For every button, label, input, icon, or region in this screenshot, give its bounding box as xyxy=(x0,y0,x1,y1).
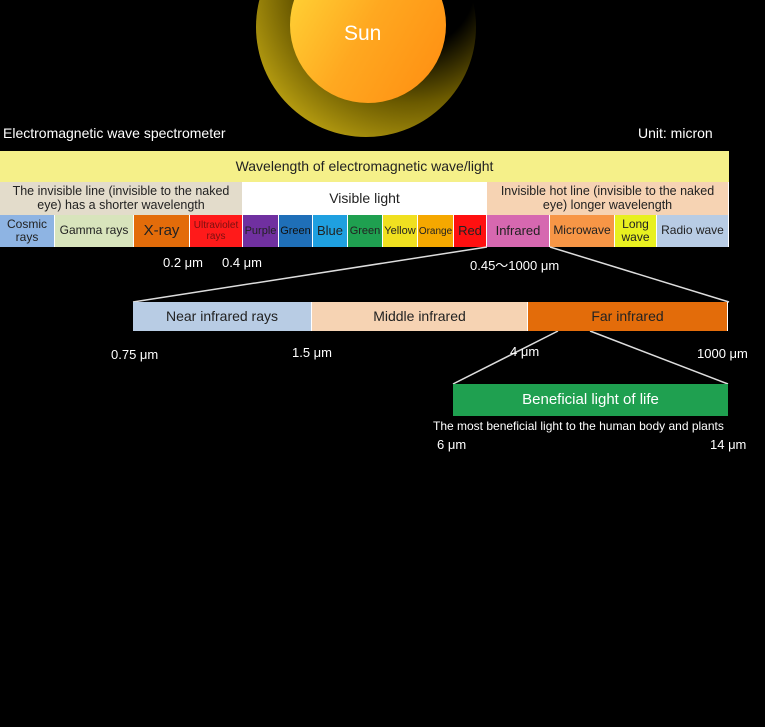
unit-label: Unit: micron xyxy=(638,125,713,141)
connector-line xyxy=(589,330,729,385)
spectrum-band: Cosmic rays xyxy=(0,215,55,247)
page-title: Electromagnetic wave spectrometer xyxy=(3,125,226,141)
sun-label: Sun xyxy=(344,22,382,45)
spectrum-band: Radio wave xyxy=(657,215,729,247)
spectrum-band: X-ray xyxy=(134,215,190,247)
connector-line xyxy=(549,246,730,303)
mark-label: 0.2 μm xyxy=(163,255,204,270)
spectrum-band: Ultraviolet rays xyxy=(190,215,243,247)
beneficial-to: 14 μm xyxy=(710,437,747,452)
mark-label: 4 μm xyxy=(510,344,540,359)
mark-label: 1000 μm xyxy=(697,346,748,361)
wavelength-group: The invisible line (invisible to the nak… xyxy=(0,182,243,215)
mark-label: 0.45～1000 μm xyxy=(470,258,560,273)
mark-label: 0.75 μm xyxy=(111,347,159,362)
spectrum-band: Yellow xyxy=(383,215,418,247)
infrared-band: Near infrared rays xyxy=(133,302,312,331)
spectrum-band: Microwave xyxy=(550,215,615,247)
spectrum-header: Wavelength of electromagnetic wave/light xyxy=(0,151,729,182)
wavelength-group: Invisible hot line (invisible to the nak… xyxy=(487,182,729,215)
beneficial-from: 6 μm xyxy=(437,437,467,452)
beneficial-light-bar: Beneficial light of life xyxy=(453,384,728,416)
spectrum-band: Orange xyxy=(418,215,454,247)
wavelength-group: Visible light xyxy=(243,182,487,215)
spectrum-band: Green xyxy=(279,215,313,247)
spectrum-band: Blue xyxy=(313,215,348,247)
spectrum-band: Long wave xyxy=(615,215,657,247)
spectrum-band: Green xyxy=(348,215,383,247)
spectrum-band: Red xyxy=(454,215,487,247)
infrared-band: Far infrared xyxy=(528,302,728,331)
spectrum-band: Gamma rays xyxy=(55,215,134,247)
connector-line xyxy=(132,246,488,303)
mark-label: 1.5 μm xyxy=(292,345,333,360)
infrared-band: Middle infrared xyxy=(312,302,528,331)
spectrum-band: Infrared xyxy=(487,215,550,247)
beneficial-description: The most beneficial light to the human b… xyxy=(433,419,724,433)
connector-line xyxy=(452,330,559,385)
spectrum-band: Purple xyxy=(243,215,279,247)
mark-label: 0.4 μm xyxy=(222,255,263,270)
